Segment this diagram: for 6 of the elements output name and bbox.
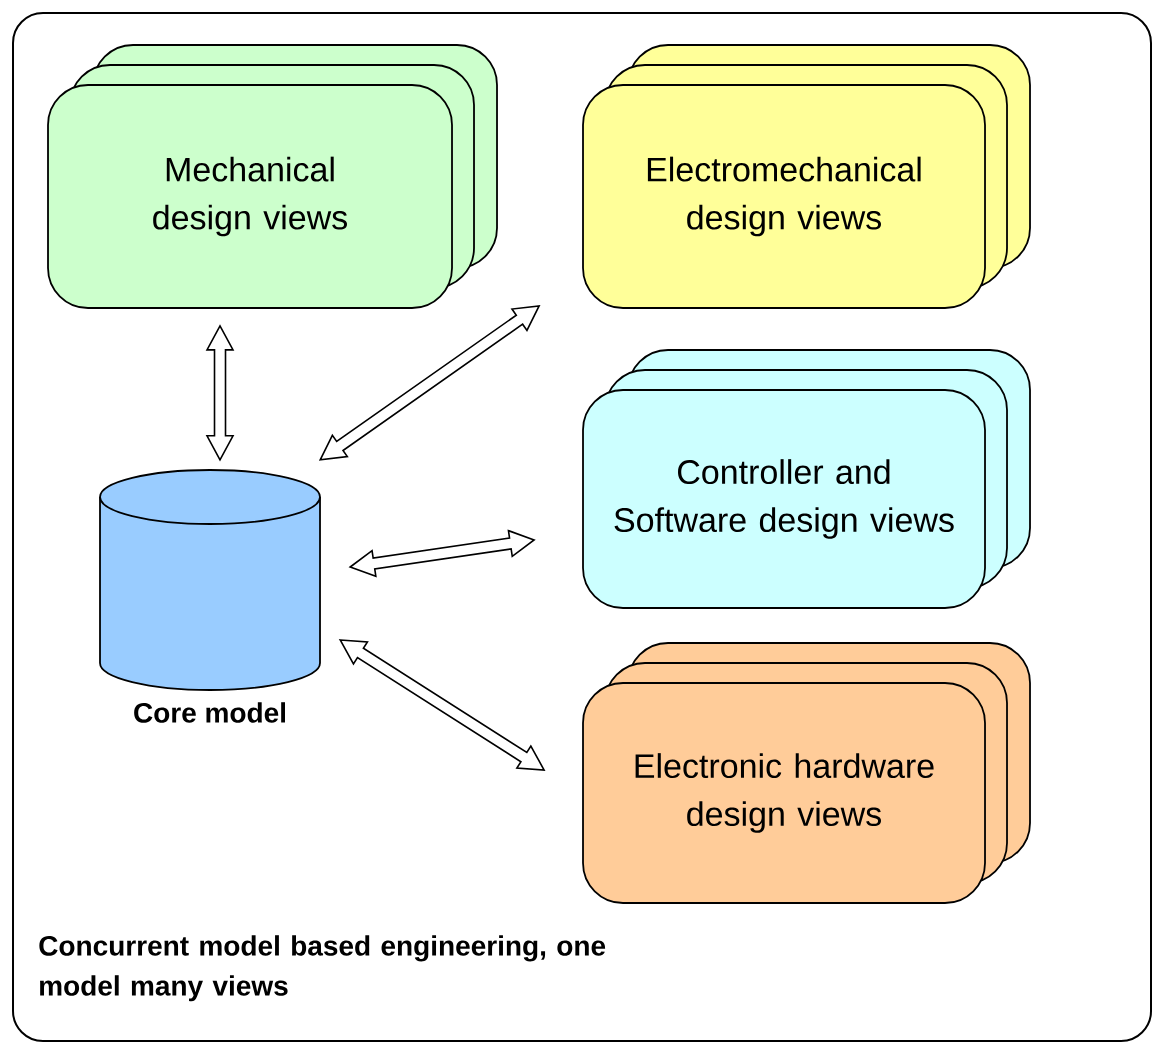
stacked-box: Mechanical design views	[47, 44, 498, 309]
cylinder-label: Core model	[134, 702, 285, 723]
stacked-box: Electronic hardware design views	[582, 642, 1031, 904]
caption-text: Concurrent model based engineering, one model many views	[39, 935, 606, 1002]
stacked-box: Electromechanical design views	[582, 44, 1031, 309]
stacked-box: Controller and Software design views	[582, 349, 1031, 609]
